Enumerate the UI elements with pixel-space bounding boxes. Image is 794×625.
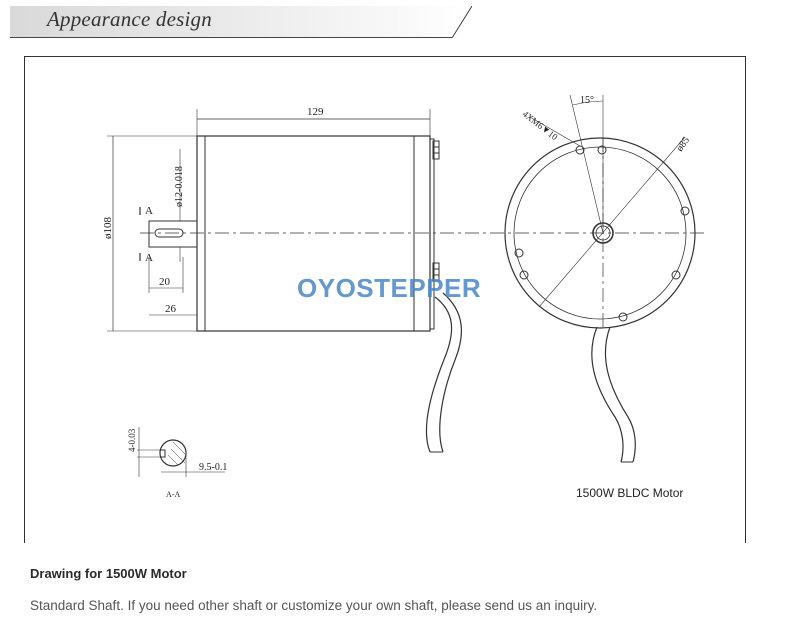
- section-mark-top: A: [145, 205, 153, 217]
- drawing-description: Standard Shaft. If you need other shaft …: [30, 598, 598, 613]
- flange-outer: [504, 137, 696, 329]
- section-mark-bottom: A: [145, 252, 153, 264]
- drawing-caption: 1500W BLDC Motor: [576, 486, 683, 500]
- dim-holes: 4XM6▼10: [521, 109, 560, 143]
- technical-drawing-frame: 129 ø108 ø12-0.018 A A 20 26 15° 4XM6▼10…: [24, 56, 746, 543]
- section-label: A-A: [166, 490, 180, 499]
- dim-flat: 9.5-0.1: [199, 462, 227, 473]
- section-heading: Appearance design: [47, 7, 212, 31]
- dim-key-width: 4-0.03: [127, 428, 137, 452]
- dim-key-length: 20: [159, 276, 171, 288]
- dim-shaft-diameter: ø12-0.018: [174, 166, 185, 207]
- dim-diameter: ø108: [102, 217, 114, 240]
- dim-shaft-length: 26: [165, 303, 177, 315]
- dim-body-length: 129: [307, 106, 324, 118]
- watermark-logo: OYOSTEPPER: [297, 273, 481, 303]
- dim-angle: 15°: [580, 95, 594, 106]
- drawing-title: Drawing for 1500W Motor: [30, 566, 187, 581]
- header-band: [10, 6, 472, 38]
- motor-drawing: 129 ø108 ø12-0.018 A A 20 26 15° 4XM6▼10…: [102, 94, 705, 500]
- dim-bolt-circle: ø85: [674, 135, 692, 154]
